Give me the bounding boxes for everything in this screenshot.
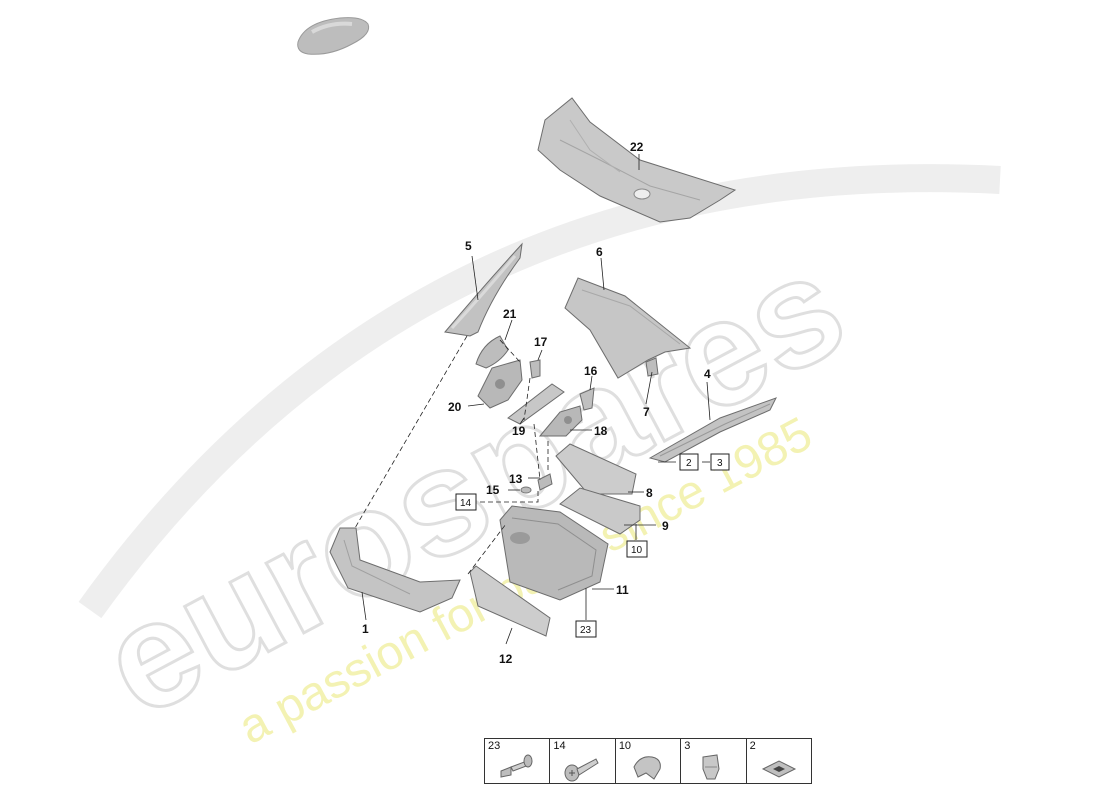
legend-cell-23[interactable]: 23 [485, 739, 551, 783]
box-ref-2-frame [679, 453, 699, 471]
square-clip-icon [761, 760, 796, 778]
box-ref-14-frame [455, 493, 477, 511]
part-22-cowl-panel[interactable] [537, 97, 737, 223]
box-ref-23-frame [575, 620, 597, 638]
watermark-swoosh [78, 164, 1001, 619]
callout-20: 20 [448, 400, 462, 414]
legend-cell-14[interactable]: 14 [550, 739, 616, 783]
part-16-bracket[interactable] [579, 387, 595, 411]
part-18-bracket[interactable] [538, 405, 583, 437]
callouts: 5 6 22 4 7 21 17 16 20 19 18 13 15 8 9 1… [362, 140, 711, 666]
callout-4: 4 [704, 367, 711, 381]
legend-cell-3[interactable]: 3 [681, 739, 747, 783]
legend-num: 3 [684, 740, 691, 752]
callout-11: 11 [616, 583, 629, 597]
callout-18: 18 [594, 424, 608, 438]
box-ref-14: 14 [460, 498, 472, 509]
part-1-door-sill-trim[interactable] [329, 527, 461, 613]
part-17-clip[interactable] [529, 359, 541, 379]
callout-9: 9 [662, 519, 669, 533]
push-rivet-icon [500, 754, 533, 778]
legend-cell-2[interactable]: 2 [747, 739, 811, 783]
part-9-floor-panel[interactable] [559, 487, 641, 535]
leader-lines [361, 154, 711, 645]
car-thumbnail-icon [297, 17, 370, 55]
part-5-pillar-trim[interactable] [444, 242, 523, 337]
part-8-panel[interactable] [555, 443, 637, 495]
callout-6: 6 [596, 245, 603, 259]
legend-num: 2 [749, 740, 756, 752]
part-19-strip[interactable] [507, 383, 565, 425]
legend-cell-10[interactable]: 10 [616, 739, 682, 783]
callout-8: 8 [646, 486, 653, 500]
box-ref-3: 3 [717, 458, 723, 469]
clip-icon [633, 756, 661, 780]
legend-num: 14 [553, 740, 566, 752]
callout-19: 19 [512, 424, 526, 438]
part-7-clip[interactable] [645, 357, 659, 377]
box-ref-3-frame [710, 453, 730, 471]
callout-13: 13 [509, 472, 523, 486]
legend-num: 10 [618, 740, 632, 752]
callout-17: 17 [534, 335, 548, 349]
legend-num: 23 [488, 740, 501, 752]
box-ref-2: 2 [686, 458, 692, 469]
watermark: eurospares a passion for parts since 198… [75, 164, 1001, 755]
callout-1: 1 [362, 622, 369, 636]
callout-22: 22 [630, 140, 644, 154]
callout-12: 12 [499, 652, 513, 666]
part-20-bracket[interactable] [477, 359, 523, 409]
part-6-side-trim[interactable] [564, 277, 692, 379]
callout-7: 7 [643, 405, 650, 419]
callout-16: 16 [584, 364, 598, 378]
callout-15: 15 [486, 483, 500, 497]
part-11-storage-bin[interactable] [499, 505, 609, 601]
callout-5: 5 [465, 239, 472, 253]
spring-nut-icon [702, 754, 720, 780]
part-15-nut[interactable] [520, 486, 532, 494]
box-ref-10: 10 [631, 545, 643, 556]
box-ref-23: 23 [580, 625, 592, 636]
callout-21: 21 [503, 307, 517, 321]
assembly-lines [354, 335, 549, 575]
boxed-refs: 2 3 14 10 23 [455, 453, 730, 638]
part-21-cap[interactable] [475, 335, 509, 369]
part-12-cover[interactable] [469, 565, 551, 637]
box-ref-10-frame [626, 540, 648, 558]
screw-icon [564, 758, 600, 782]
part-13-clip[interactable] [537, 473, 553, 491]
fastener-legend: 23 14 10 3 2 [484, 738, 812, 784]
